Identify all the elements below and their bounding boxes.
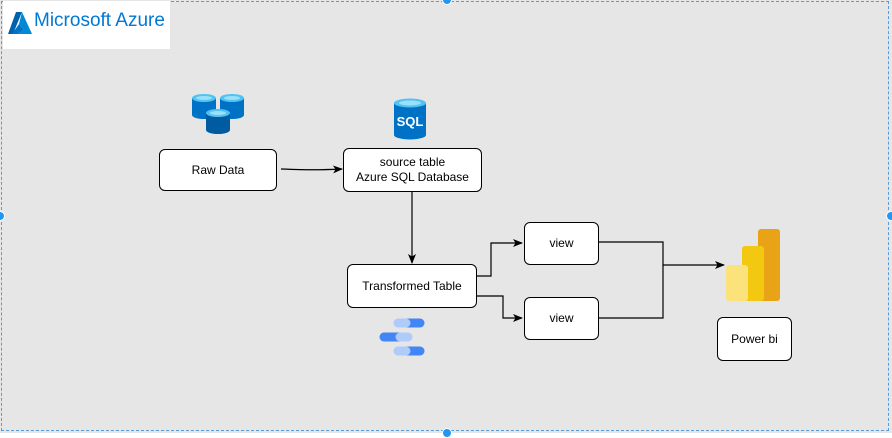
sql-icon-label: SQL [397, 114, 424, 129]
transformed-table-node[interactable]: Transformed Table [347, 264, 477, 308]
resize-handle-right[interactable] [886, 211, 892, 221]
power-bi-label: Power bi [731, 331, 778, 346]
raw-data-label: Raw Data [191, 162, 245, 177]
edge-transformed-to-view-top [477, 239, 523, 277]
database-cluster-icon [192, 94, 244, 134]
view-node-bottom[interactable]: view [524, 297, 599, 340]
raw-data-node[interactable]: Raw Data [159, 149, 277, 191]
source-table-label: source table Azure SQL Database [356, 155, 469, 184]
dataflow-icon [379, 318, 425, 356]
view-bottom-label: view [549, 311, 574, 325]
edge-view-top-to-powerbi [599, 241, 725, 269]
view-top-label: view [549, 236, 574, 250]
edge-view-bottom-to-powerbi [599, 265, 664, 319]
transformed-table-label: Transformed Table [362, 278, 462, 293]
power-bi-icon [726, 229, 780, 301]
power-bi-node[interactable]: Power bi [717, 317, 792, 361]
sql-database-icon: SQL [394, 98, 426, 140]
logo-text: Microsoft Azure [34, 10, 165, 31]
azure-logo-icon [8, 12, 32, 34]
source-table-node[interactable]: source table Azure SQL Database [343, 148, 482, 192]
edge-transformed-to-view-bottom [477, 295, 523, 322]
microsoft-azure-logo: Microsoft Azure [3, 1, 170, 49]
view-node-top[interactable]: view [524, 222, 599, 265]
edge-raw-to-source [280, 165, 343, 174]
